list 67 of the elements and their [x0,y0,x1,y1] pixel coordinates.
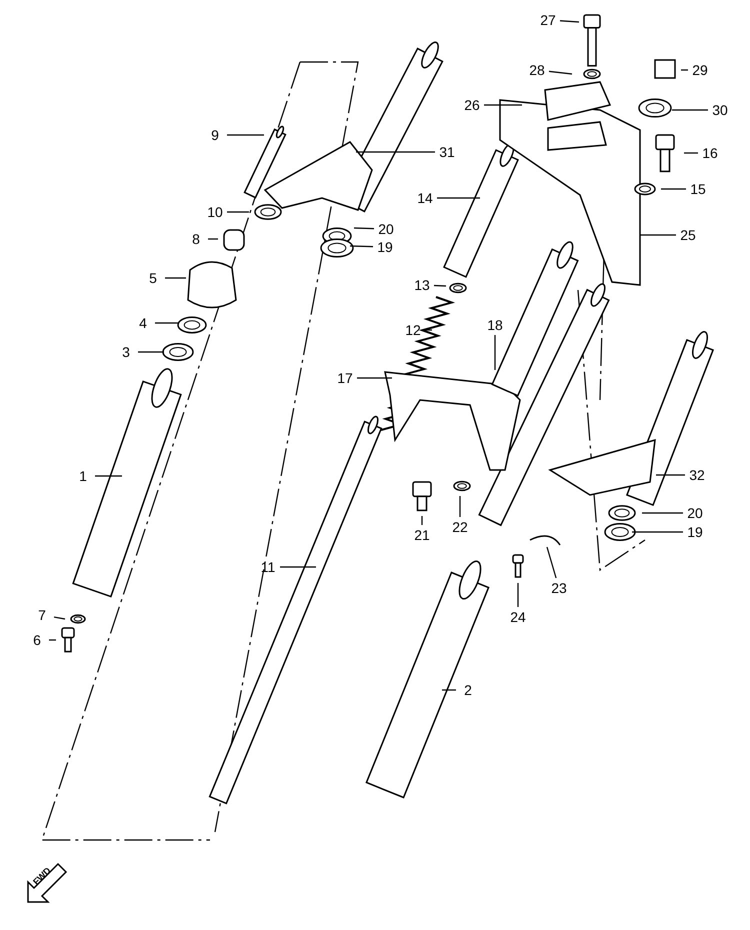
leader-line [227,211,249,213]
leader-line [425,329,432,331]
leader-line [484,104,522,106]
leader-line [208,238,218,240]
callout-number: 31 [439,145,455,159]
leader-line [442,689,456,691]
callout-number: 17 [337,371,353,385]
callout-number: 7 [38,608,46,622]
leader-line [350,245,374,248]
leader-line [227,134,264,136]
callout-number: 6 [33,633,41,647]
leader-line [49,639,56,641]
leader-line [357,377,392,379]
leader-line [661,188,686,190]
leader-line [280,566,316,568]
callout-number: 26 [464,98,480,112]
leader-line [672,109,708,111]
leader-line [632,531,683,533]
callout-number: 13 [414,278,430,292]
callout-number: 21 [414,528,430,542]
leader-line [434,284,446,287]
callout-number: 16 [702,146,718,160]
leader-line [684,152,698,154]
callout-number: 32 [689,468,705,482]
callout-number: 25 [680,228,696,242]
leader-line [437,197,480,199]
callout-number: 9 [211,128,219,142]
callout-number: 19 [377,240,393,254]
callout-number: 18 [487,318,503,332]
leader-line [54,616,66,620]
callout-number: 20 [378,222,394,236]
callout-number: 8 [192,232,200,246]
leader-line [656,474,685,476]
callout-number: 12 [405,323,421,337]
callout-number: 15 [690,182,706,196]
callout-number: 28 [529,63,545,77]
callout-number: 5 [149,271,157,285]
callout-number: 23 [551,581,567,595]
leader-line [681,69,688,71]
leader-line [546,546,557,578]
leader-line [165,277,186,279]
leader-line [640,234,676,236]
callout-number: 30 [712,103,728,117]
callout-number: 22 [452,520,468,534]
callout-number: 19 [687,525,703,539]
leader-line [95,475,122,477]
leader-line [356,151,435,153]
callout-number: 24 [510,610,526,624]
leader-line [494,335,496,370]
callout-number: 3 [122,345,130,359]
callout-number: 4 [139,316,147,330]
leader-line [560,20,580,23]
callout-number: 14 [417,191,433,205]
leader-line [138,351,164,353]
callout-number: 27 [540,13,556,27]
leader-line [155,322,178,324]
leader-line [517,583,519,607]
leader-line [354,227,374,230]
callout-number: 29 [692,63,708,77]
callout-number: 2 [464,683,472,697]
callout-number: 10 [207,205,223,219]
leader-line [548,70,572,75]
leader-line [459,496,461,517]
leader-line [421,516,423,525]
leader-line [642,512,683,514]
callout-number: 1 [79,469,87,483]
callout-number: 20 [687,506,703,520]
